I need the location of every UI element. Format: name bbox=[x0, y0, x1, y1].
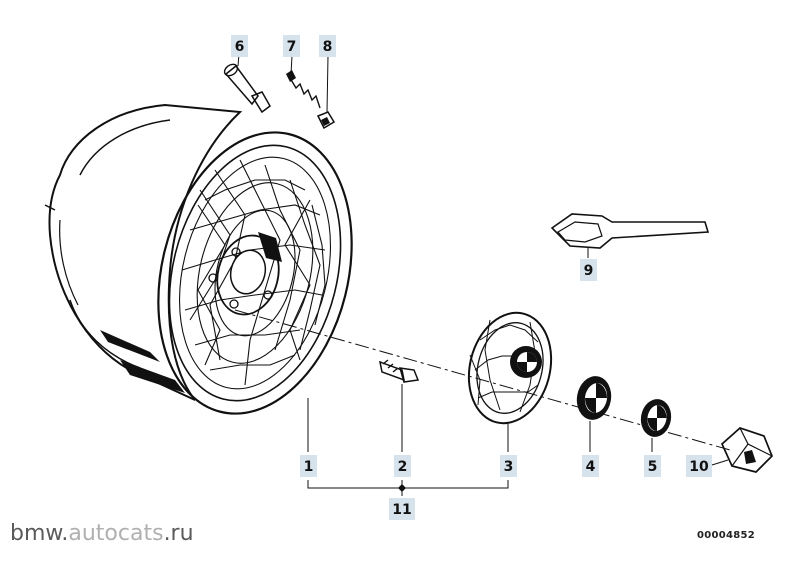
callout-7: 7 bbox=[283, 35, 300, 57]
callout-5: 5 bbox=[644, 455, 661, 477]
watermark-prefix: bmw. bbox=[10, 521, 69, 546]
site-watermark: bmw.autocats.ru bbox=[10, 521, 194, 546]
hub-emblem-4 bbox=[576, 376, 612, 452]
valve-cap bbox=[316, 55, 336, 130]
callout-9-label: 9 bbox=[584, 263, 594, 279]
callout-2: 2 bbox=[394, 455, 411, 477]
callout-11-label: 11 bbox=[392, 502, 411, 518]
watermark-suffix: .ru bbox=[163, 521, 194, 546]
callout-2-label: 2 bbox=[398, 459, 408, 475]
lug-wrench bbox=[550, 213, 710, 258]
center-cap bbox=[467, 311, 553, 452]
callout-10: 10 bbox=[686, 455, 712, 477]
callout-10-label: 10 bbox=[689, 459, 709, 475]
drawing-number: 00004852 bbox=[697, 530, 756, 541]
wheel-rim bbox=[44, 103, 353, 415]
callout-4-label: 4 bbox=[586, 459, 596, 475]
callout-4: 4 bbox=[582, 455, 599, 477]
watermark-accent: autocats bbox=[68, 521, 164, 546]
callout-7-label: 7 bbox=[287, 39, 297, 55]
callout-5-label: 5 bbox=[648, 459, 658, 475]
callout-1: 1 bbox=[300, 455, 317, 477]
callout-3-label: 3 bbox=[504, 459, 514, 475]
hub-emblem-5 bbox=[640, 399, 672, 452]
hex-nut bbox=[711, 427, 773, 473]
wheel-mesh bbox=[178, 156, 332, 390]
callout-3: 3 bbox=[500, 455, 517, 477]
callout-1-label: 1 bbox=[304, 459, 314, 475]
callout-11: 11 bbox=[389, 498, 415, 520]
callout-6: 6 bbox=[231, 35, 248, 57]
valve-insert bbox=[286, 55, 321, 109]
callout-8: 8 bbox=[319, 35, 336, 57]
callout-9: 9 bbox=[580, 259, 597, 281]
callout-8-label: 8 bbox=[323, 39, 333, 55]
wheel-bolt bbox=[379, 359, 420, 452]
callout-6-label: 6 bbox=[235, 39, 245, 55]
assembly-bracket bbox=[307, 480, 509, 496]
